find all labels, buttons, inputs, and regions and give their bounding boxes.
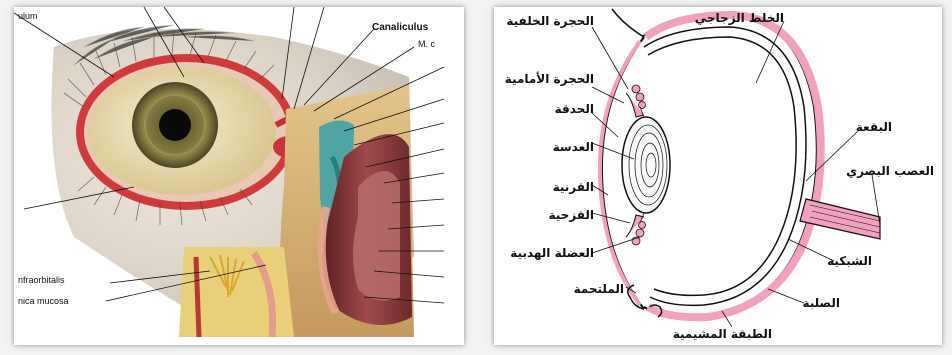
label-m-fragment: M. c xyxy=(418,39,435,49)
label-vitreous-humor: الخلط الزجاجي xyxy=(695,11,784,25)
label-anterior-chamber: الحجرة الأمامية xyxy=(505,71,594,86)
lacrimal-anatomy-figure: ulum Canaliculus M. c nfraorbitalis nica… xyxy=(14,7,464,345)
label-tunica-mucosa: nica mucosa xyxy=(18,296,69,306)
eye-cross-section-diagram: الخلط الزجاجي الحجرة الخلفية الحجرة الأم… xyxy=(494,7,942,345)
label-fovea: البقعة xyxy=(856,120,892,134)
label-cornea: القرنية xyxy=(553,180,594,194)
label-canaliculus: Canaliculus xyxy=(372,22,429,33)
label-lens: العدسة xyxy=(553,140,594,154)
label-optic-nerve: العصب البصري xyxy=(846,164,934,178)
label-ciliary-muscle: العضلة الهدبية xyxy=(510,246,594,260)
label-choroid-fragment: الطبقة المشيمية xyxy=(673,327,772,341)
eye-cross-section-figure: الخلط الزجاجي الحجرة الخلفية الحجرة الأم… xyxy=(494,7,942,345)
pupil xyxy=(159,109,191,141)
lens xyxy=(622,117,670,213)
infraorbital-vessel xyxy=(196,257,199,337)
label-infraorbitalis: nfraorbitalis xyxy=(18,275,65,285)
label-top-left-fragment: ulum xyxy=(18,11,38,21)
label-conjunctiva: الملتحمة xyxy=(574,282,624,296)
lacrimal-anatomy-illustration: ulum Canaliculus M. c nfraorbitalis nica… xyxy=(14,7,464,345)
label-posterior-chamber: الحجرة الخلفية xyxy=(506,14,594,28)
label-retina: الشبكية xyxy=(827,254,872,268)
concha-inner xyxy=(353,171,400,301)
label-pupil: الحدقة xyxy=(555,102,594,116)
label-sclera: الصلبة xyxy=(802,296,840,310)
label-iris: القزحية xyxy=(548,208,594,222)
